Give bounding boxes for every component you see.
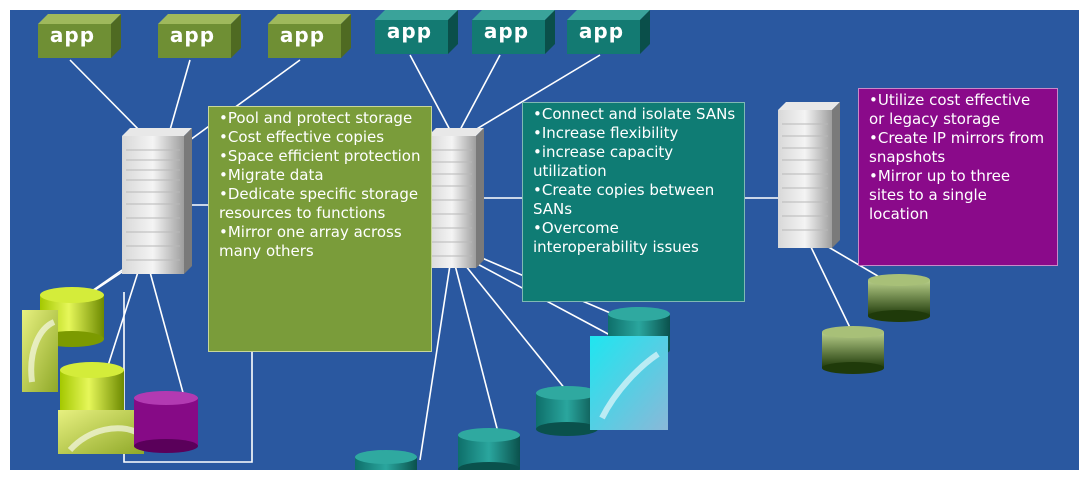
app-block: app — [567, 10, 650, 54]
app-block: app — [38, 14, 121, 58]
storage-disk — [868, 274, 930, 322]
app-block: app — [268, 14, 351, 58]
app-block: app — [472, 10, 555, 54]
feature-item: •Cost effective copies — [219, 128, 385, 146]
copy-arrow-tile — [22, 310, 58, 392]
app-label: app — [386, 19, 433, 43]
storage-disk — [822, 326, 884, 374]
app-label: app — [49, 23, 96, 47]
feature-item: •Dedicate specific storage resources to … — [219, 185, 419, 222]
copy-arrow-tile — [58, 410, 144, 454]
storage-disk — [536, 386, 598, 436]
app-block-shape — [38, 14, 121, 58]
right-feature-box: •Utilize cost effective or legacy storag… — [858, 88, 1058, 266]
feature-item: •Increase flexibility — [533, 124, 679, 142]
middle-feature-list: •Connect and isolate SANs •Increase flex… — [533, 105, 736, 257]
storage-disk — [134, 391, 198, 453]
app-block-shape — [567, 10, 650, 54]
storage-disk — [355, 450, 417, 470]
storage-disks — [22, 274, 930, 470]
feature-item: •Connect and isolate SANs — [533, 105, 736, 123]
feature-item: •Pool and protect storage — [219, 109, 413, 127]
app-block: app — [158, 14, 241, 58]
storage-diagram: app app app app app — [10, 10, 1079, 470]
feature-item: •Create IP mirrors from snapshots — [869, 129, 1045, 166]
left-feature-box: •Pool and protect storage •Cost effectiv… — [208, 106, 432, 352]
middle-feature-box: •Connect and isolate SANs •Increase flex… — [522, 102, 745, 302]
feature-item: •Space efficient protection — [219, 147, 421, 165]
feature-item: •Migrate data — [219, 166, 324, 184]
app-label: app — [483, 19, 530, 43]
feature-item: •Mirror one array across many others — [219, 223, 402, 260]
feature-item: •increase capacity utilization — [533, 143, 674, 180]
right-feature-list: •Utilize cost effective or legacy storag… — [869, 91, 1049, 224]
app-label: app — [279, 23, 326, 47]
copy-arrow-tile — [590, 336, 668, 430]
feature-item: •Mirror up to three sites to a single lo… — [869, 167, 1011, 223]
feature-item: •Utilize cost effective or legacy storag… — [869, 91, 1031, 128]
feature-item: •Create copies between SANs — [533, 181, 715, 218]
app-label: app — [169, 23, 216, 47]
app-block-shape — [158, 14, 241, 58]
storage-server — [122, 128, 192, 274]
feature-item: •Overcome interoperability issues — [533, 219, 699, 256]
storage-server — [428, 128, 484, 268]
app-label: app — [578, 19, 625, 43]
storage-disk — [458, 428, 520, 470]
app-block: app — [375, 10, 458, 54]
app-block-shape — [375, 10, 458, 54]
storage-server — [778, 102, 840, 248]
left-feature-list: •Pool and protect storage •Cost effectiv… — [219, 109, 423, 261]
app-block-shape — [472, 10, 555, 54]
app-block-shape — [268, 14, 351, 58]
